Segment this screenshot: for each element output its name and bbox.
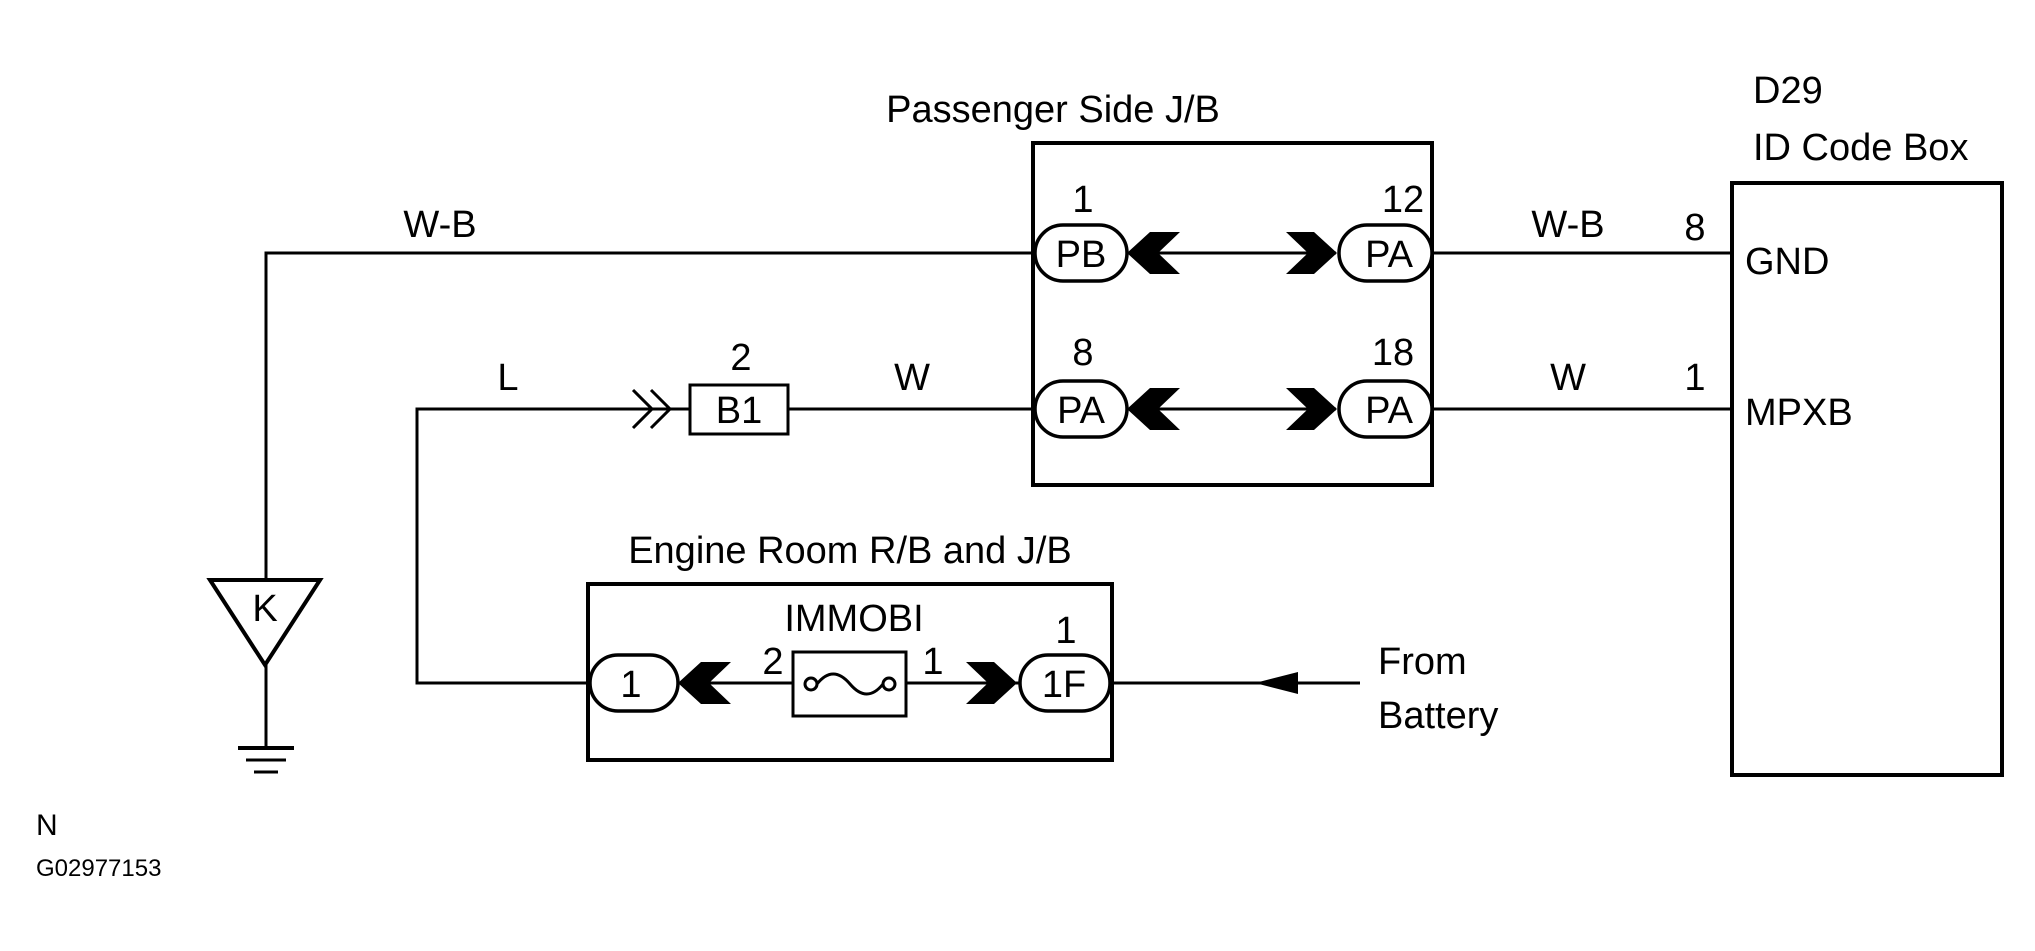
l-wire-label: L xyxy=(497,357,518,399)
gnd-pin-number: 8 xyxy=(1684,207,1705,249)
battery-label-line2: Battery xyxy=(1378,695,1498,737)
pa-12-connector xyxy=(1337,223,1434,283)
wb-wire-label-left: W-B xyxy=(403,204,476,246)
id-code-box-code: D29 xyxy=(1753,70,1823,112)
er-connector-1f-male-terminal xyxy=(966,662,1017,704)
passenger-side-jb: Passenger Side J/B xyxy=(886,89,1434,487)
b1-pin-number: 2 xyxy=(730,337,751,379)
engine-room-rb-jb: Engine Room R/B and J/B 1 IMMOBI 2 1 1 1… xyxy=(586,530,1114,762)
b1-chevron-inner xyxy=(649,388,673,430)
fuse-pin-left: 2 xyxy=(762,641,783,683)
pa-8-pin-number: 8 xyxy=(1072,332,1093,374)
fuse-pin-right: 1 xyxy=(922,641,943,683)
id-code-box-title: ID Code Box xyxy=(1753,127,1968,169)
ground-triangle-icon xyxy=(206,578,324,669)
pa-18-pin-number: 18 xyxy=(1372,332,1414,374)
pa-12-male-terminal xyxy=(1286,232,1337,274)
fuse-terminal-right xyxy=(881,676,897,692)
er-connector-1f-label: 1F xyxy=(1042,664,1086,706)
ground-point: K xyxy=(206,578,324,774)
er-connector-1-label: 1 xyxy=(620,664,641,706)
battery-arrow-icon xyxy=(1255,672,1298,694)
w-wire-label-right: W xyxy=(1550,357,1586,399)
mpxb-circuit: L 2 B1 W 8 PA 18 PA W xyxy=(415,332,1732,685)
passenger-jb-title: Passenger Side J/B xyxy=(886,89,1220,131)
fuse-terminal-left xyxy=(803,676,819,692)
b1-chevron-outer xyxy=(631,388,655,430)
mpxb-pin-number: 1 xyxy=(1684,357,1705,399)
fuse-element xyxy=(815,672,885,696)
id-code-box: D29 ID Code Box GND MPXB 8 1 xyxy=(1684,70,2004,777)
pa-8-connector-label: PA xyxy=(1057,390,1106,432)
wb-circuit: W-B W-B 1 PB 12 PA xyxy=(264,179,1732,656)
er-connector-1f-pin-number: 1 xyxy=(1055,610,1076,652)
pa-12-pin-number: 12 xyxy=(1382,179,1424,221)
pb-connector-label: PB xyxy=(1056,234,1107,276)
w-wire-label-mid: W xyxy=(894,357,930,399)
mpxb-terminal-label: MPXB xyxy=(1745,392,1853,434)
engine-room-box xyxy=(586,582,1114,762)
ground-label: K xyxy=(252,588,277,630)
pa-18-connector-label: PA xyxy=(1365,390,1414,432)
gnd-terminal-label: GND xyxy=(1745,241,1829,283)
wb-wire-label-right: W-B xyxy=(1531,204,1604,246)
passenger-jb-box xyxy=(1031,141,1434,487)
engine-room-title: Engine Room R/B and J/B xyxy=(628,530,1072,572)
footer-n: N xyxy=(36,809,58,842)
l-wire xyxy=(415,407,690,685)
battery-feed: From Battery xyxy=(1110,641,1498,737)
pb-female-terminal xyxy=(1127,232,1180,274)
footer-code: G02977153 xyxy=(36,855,161,882)
b1-connector-label: B1 xyxy=(716,390,762,432)
fuse-label: IMMOBI xyxy=(784,598,923,640)
pa-18-male-terminal xyxy=(1286,388,1337,430)
pb-pin-number: 1 xyxy=(1072,179,1093,221)
id-code-box-outline xyxy=(1730,181,2004,777)
pa-12-connector-label: PA xyxy=(1365,234,1414,276)
battery-label-line1: From xyxy=(1378,641,1467,683)
wb-wire-left xyxy=(264,251,1035,656)
